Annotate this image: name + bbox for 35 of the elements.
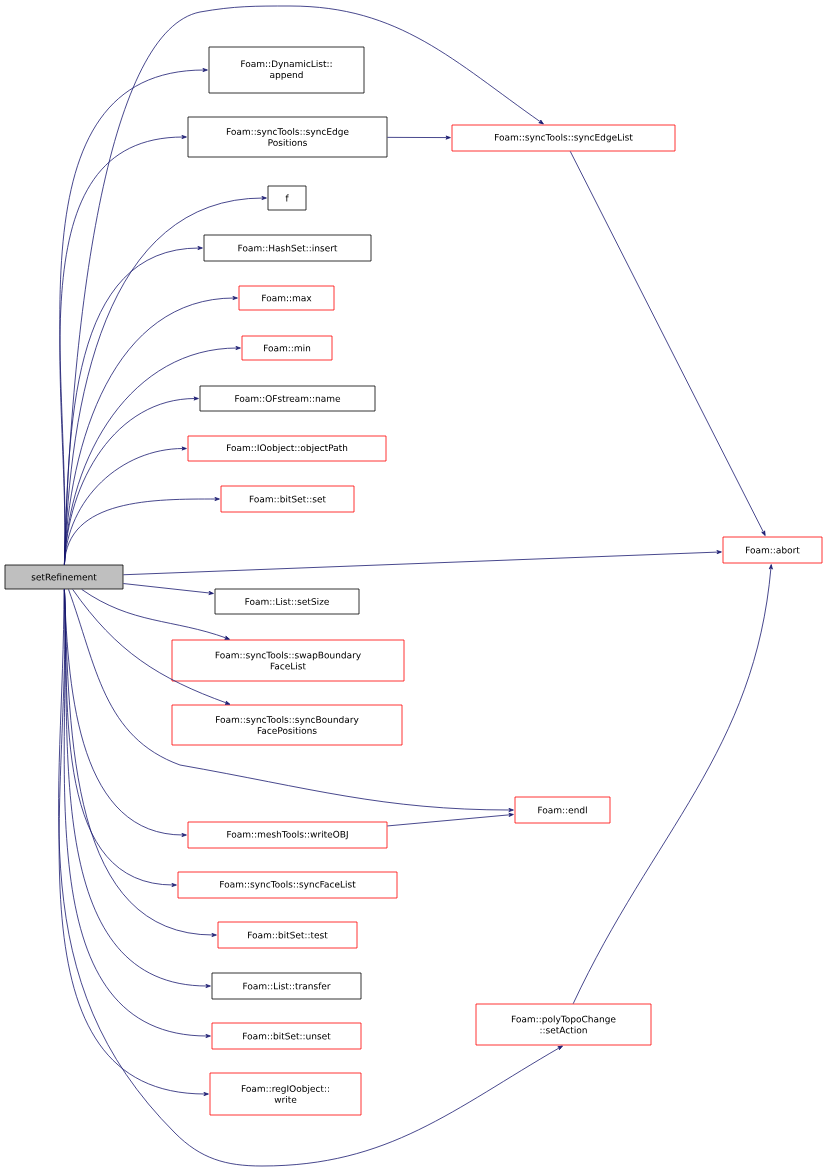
- function-box: Foam::min: [241, 335, 333, 361]
- function-box: Foam::DynamicList:: append: [208, 46, 365, 94]
- arrow: [58, 589, 563, 1167]
- arrow: [387, 135, 451, 140]
- arrow: [64, 497, 220, 565]
- function-box: Foam::regIOobject:: write: [209, 1072, 362, 1116]
- arrow: [58, 589, 209, 1097]
- function-box: Foam::syncTools::swapBoundary FaceList: [171, 639, 405, 682]
- arrow: [123, 550, 722, 576]
- function-box: f: [267, 185, 307, 211]
- function-box: Foam::meshTools::writeOBJ: [187, 821, 388, 849]
- function-box: Foam::List::setSize: [214, 588, 360, 615]
- function-box: Foam::syncTools::syncEdgeList: [451, 124, 676, 152]
- arrow: [572, 564, 773, 1004]
- arrow: [68, 589, 514, 812]
- function-box: Foam::bitSet::unset: [211, 1022, 362, 1050]
- function-box: Foam::abort: [722, 536, 823, 564]
- function-box: Foam::IOobject::objectPath: [187, 435, 387, 462]
- arrow: [569, 151, 766, 536]
- function-box: Foam::bitSet::set: [220, 485, 355, 513]
- function-box: Foam::bitSet::test: [217, 921, 358, 949]
- function-box: Foam::max: [238, 285, 335, 311]
- function-box: Foam::syncTools::syncFaceList: [177, 871, 398, 899]
- arrow: [387, 812, 514, 827]
- function-box: Foam::List::transfer: [211, 972, 362, 1000]
- function-box: Foam::syncTools::syncEdge Positions: [187, 116, 388, 158]
- arrow: [123, 583, 214, 595]
- arrow: [81, 589, 230, 640]
- function-box: Foam::OFstream::name: [199, 385, 376, 412]
- function-box: Foam::polyTopoChange ::setAction: [475, 1003, 652, 1046]
- root-function-box: setRefinement: [4, 564, 124, 590]
- arrow: [72, 589, 231, 705]
- function-box: Foam::endl: [514, 796, 611, 824]
- function-box: Foam::HashSet::insert: [203, 234, 372, 262]
- function-box: Foam::syncTools::syncBoundary FacePositions: [171, 704, 403, 746]
